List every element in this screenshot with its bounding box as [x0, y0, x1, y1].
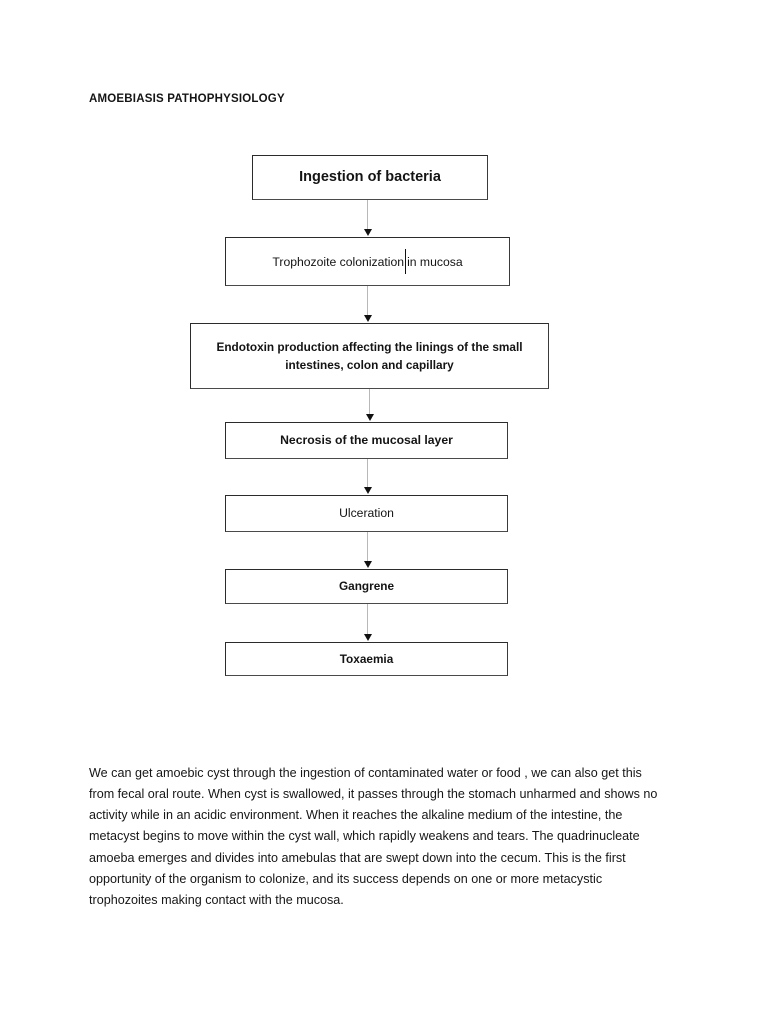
- arrow-down-icon: [363, 634, 372, 641]
- flow-node-gangrene[interactable]: Gangrene: [225, 569, 508, 604]
- arrow-down-icon: [363, 561, 372, 568]
- connector-line-icon: [367, 459, 369, 489]
- flow-node-necrosis[interactable]: Necrosis of the mucosal layer: [225, 422, 508, 459]
- flow-node-toxaemia-label: Toxaemia: [339, 651, 394, 666]
- flow-node-endotoxin[interactable]: Endotoxin production affecting the linin…: [190, 323, 549, 389]
- flow-connector-2: [361, 286, 375, 323]
- arrow-down-icon: [365, 414, 374, 421]
- body-paragraph: We can get amoebic cyst through the inge…: [89, 765, 658, 908]
- arrow-down-icon: [363, 229, 372, 236]
- flow-connector-1: [361, 200, 375, 237]
- text-caret-icon: [405, 249, 407, 274]
- flow-node-ingestion-label: Ingestion of bacteria: [299, 169, 441, 186]
- connector-line-icon: [369, 389, 371, 416]
- flow-node-ulceration[interactable]: Ulceration: [225, 495, 508, 532]
- flow-node-trophozoite-label-part1: Trophozoite colonization: [272, 255, 405, 269]
- flow-node-trophozoite-label-part2: in mucosa: [407, 255, 463, 269]
- connector-line-icon: [367, 604, 369, 636]
- flow-connector-3: [363, 389, 377, 422]
- page-title: AMOEBIASIS PATHOPHYSIOLOGY: [89, 93, 285, 105]
- flow-node-toxaemia[interactable]: Toxaemia: [225, 642, 508, 676]
- connector-line-icon: [367, 286, 369, 317]
- flow-node-ulceration-label: Ulceration: [339, 505, 394, 520]
- flow-connector-6: [361, 604, 375, 642]
- flow-node-ingestion[interactable]: Ingestion of bacteria: [252, 155, 488, 200]
- flow-node-necrosis-label: Necrosis of the mucosal layer: [280, 432, 453, 447]
- flow-connector-4: [361, 459, 375, 495]
- flow-node-endotoxin-label: Endotoxin production affecting the linin…: [216, 339, 523, 372]
- connector-line-icon: [367, 532, 369, 563]
- flow-connector-5: [361, 532, 375, 569]
- pathophysiology-flowchart: Ingestion of bacteria Trophozoite coloni…: [190, 155, 549, 676]
- flow-node-gangrene-label: Gangrene: [338, 579, 395, 594]
- arrow-down-icon: [363, 315, 372, 322]
- arrow-down-icon: [363, 487, 372, 494]
- connector-line-icon: [367, 200, 369, 231]
